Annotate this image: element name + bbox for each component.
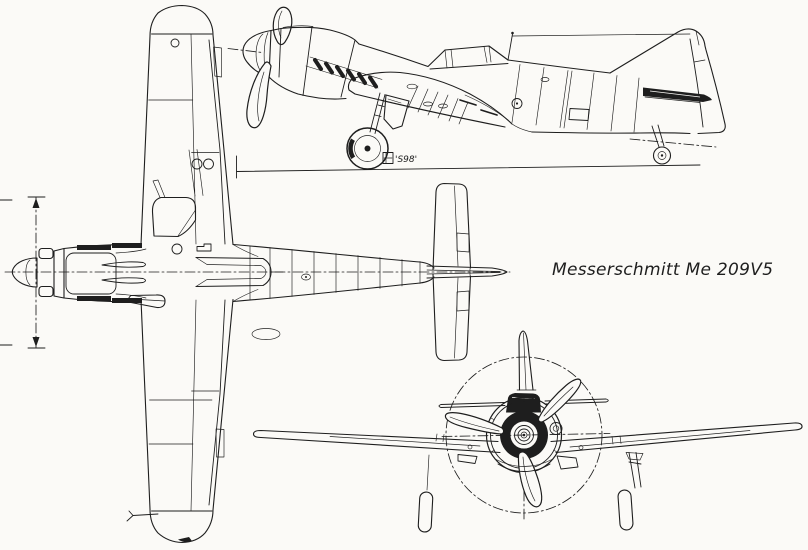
annular-radiator xyxy=(500,411,549,459)
canopy-side xyxy=(358,43,509,70)
wing-cannon-fairing xyxy=(151,196,197,238)
wing-top-lower xyxy=(126,294,234,544)
engine-cowling-top xyxy=(53,247,147,299)
main-landing-gear xyxy=(346,92,410,170)
canopy-top xyxy=(195,256,284,288)
hatch-oval xyxy=(301,273,311,281)
artist-signature: 'S98' xyxy=(382,152,417,165)
ground-line xyxy=(236,155,701,179)
fuselage-panel-lines xyxy=(249,245,421,301)
propeller-blade-edge xyxy=(38,247,54,260)
propeller-blade-edge xyxy=(38,285,54,298)
thrust-line xyxy=(227,48,263,53)
spinner-top xyxy=(11,257,38,288)
wing-root-shading xyxy=(77,243,142,303)
engine-cowling-side xyxy=(268,25,383,100)
rear-fuselage-side xyxy=(507,59,691,135)
top-view-drawing xyxy=(0,4,511,544)
aircraft-type-label: Messerschmitt Me 209V5 xyxy=(552,260,773,280)
exhaust-fairing xyxy=(101,261,146,268)
exhaust-stacks xyxy=(313,58,378,89)
gear-door xyxy=(383,94,410,130)
cowl-bump xyxy=(549,422,563,435)
supercharger-intake-front xyxy=(506,393,541,413)
fin-front xyxy=(516,330,537,391)
wing-front-left xyxy=(252,429,501,454)
pitot-tube xyxy=(126,510,159,522)
wing-top-upper xyxy=(140,4,234,246)
prop-diameter-dimension xyxy=(0,196,46,349)
wing-fillet xyxy=(232,244,259,302)
spinner-front xyxy=(509,420,539,450)
tail-wheel xyxy=(651,124,672,165)
supercharger-intake xyxy=(128,294,166,309)
front-view-drawing xyxy=(252,330,803,533)
fuselage-roundel xyxy=(511,98,523,109)
tailplane-front xyxy=(438,398,609,408)
side-view-drawing: 'S98' xyxy=(227,6,726,179)
wing-root-side xyxy=(347,71,533,133)
exhaust-fairing xyxy=(101,277,146,284)
tailplane-top xyxy=(432,182,472,362)
antenna-wire xyxy=(512,33,691,37)
flap-fairing xyxy=(251,328,281,340)
wing-front-right xyxy=(550,422,803,454)
nav-light xyxy=(170,38,180,48)
propeller-blade xyxy=(272,6,293,46)
propeller-front xyxy=(444,378,582,508)
signature-text: 'S98' xyxy=(395,155,417,165)
fuel-filler-cap xyxy=(171,243,183,255)
antenna-mast xyxy=(507,33,513,61)
main-wheel xyxy=(346,127,389,170)
fin-rudder-side xyxy=(609,28,726,135)
fin-edge-top xyxy=(426,265,508,279)
gear-front xyxy=(417,452,644,533)
tailplane-side xyxy=(643,87,712,103)
datum-line xyxy=(629,138,717,148)
access-hatch xyxy=(568,108,590,121)
cowl-chin xyxy=(497,463,551,472)
access-panel xyxy=(196,243,212,252)
